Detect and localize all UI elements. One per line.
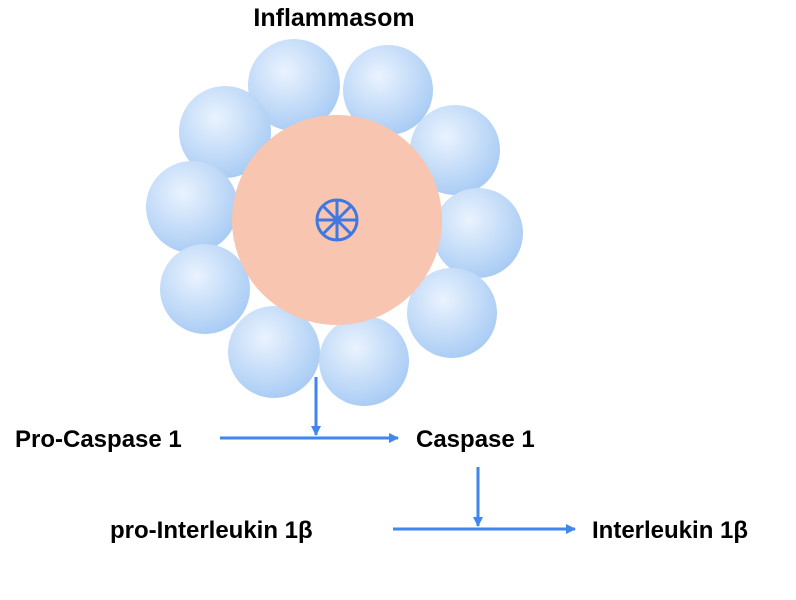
pro-caspase-label: Pro-Caspase 1 bbox=[15, 426, 182, 453]
caspase-label: Caspase 1 bbox=[416, 426, 535, 453]
subunit-circle bbox=[248, 39, 340, 131]
subunit-circle bbox=[160, 244, 250, 334]
subunit-circle bbox=[228, 306, 320, 398]
pro-interleukin-label: pro-Interleukin 1β bbox=[110, 517, 313, 544]
wheel-icon bbox=[315, 198, 359, 242]
subunit-circle bbox=[410, 105, 500, 195]
subunit-circle bbox=[319, 316, 409, 406]
subunit-circle bbox=[433, 188, 523, 278]
subunit-circle bbox=[407, 268, 497, 358]
subunit-circle bbox=[343, 45, 433, 135]
inflammasome-complex bbox=[146, 39, 523, 406]
diagram-title: Inflammasom bbox=[253, 4, 414, 32]
subunit-circle bbox=[179, 86, 271, 178]
interleukin-label: Interleukin 1β bbox=[592, 517, 748, 544]
subunit-circle bbox=[146, 161, 238, 253]
